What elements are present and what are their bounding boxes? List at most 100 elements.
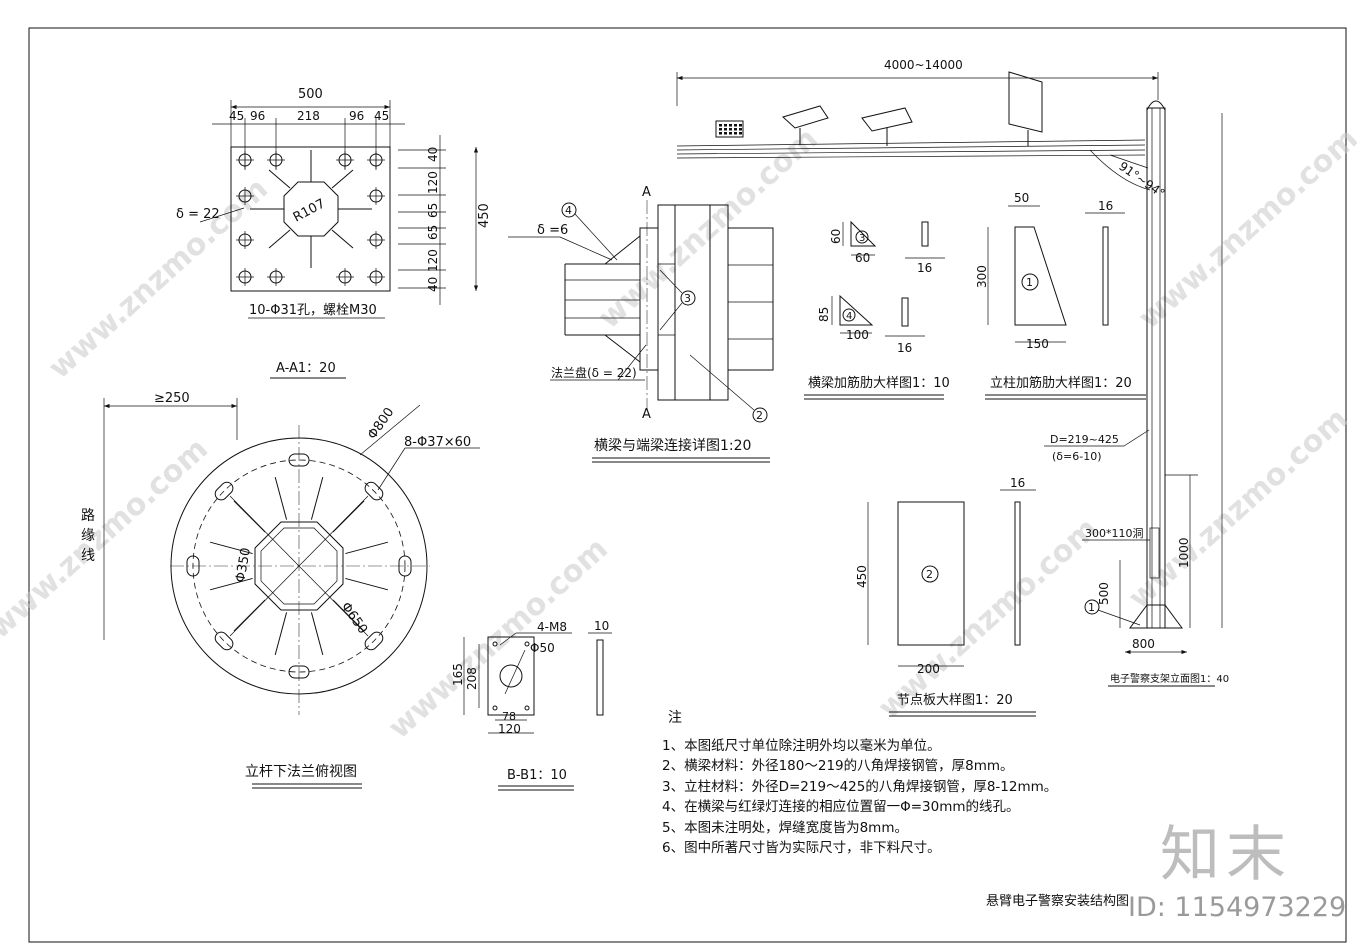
sheet-title: 悬臂电子警察安装结构图 xyxy=(986,894,1130,909)
dim-height: 450 xyxy=(477,203,492,228)
bolts-label: 4-M8 xyxy=(537,620,567,634)
flange-slot xyxy=(398,555,412,577)
flange-rib xyxy=(345,541,388,555)
road-edge-label: 路缘线 xyxy=(81,508,95,564)
pipe-thickness: (δ=6-10) xyxy=(1052,450,1102,463)
led-dot xyxy=(729,128,732,131)
col-rib-num: 1 xyxy=(1026,276,1033,289)
note-item: 3、立柱材料：外径D=219～425的八角焊接钢管，厚8-12mm。 xyxy=(662,778,1058,795)
rib4-t: 16 xyxy=(897,341,912,355)
col-rib-t: 16 xyxy=(1098,199,1113,213)
flange-top-view: 500 45 96 218 96 45 450 40 120 65 65 120… xyxy=(176,87,492,379)
watermark-site: www.znzmo.com xyxy=(1132,121,1357,336)
bolt-circle-label: Φ650 xyxy=(338,600,370,637)
view-title-elevation: 电子警察支架立面图1：40 xyxy=(1110,672,1229,685)
offset-label: ≥250 xyxy=(154,391,190,406)
rib3-t: 16 xyxy=(917,261,932,275)
dim-col-4: 45 xyxy=(374,109,389,123)
note-item: 4、在横梁与红绿灯连接的相应位置留一Φ=30mm的线孔。 xyxy=(662,799,1020,815)
outer-dia-label: Φ800 xyxy=(365,405,397,442)
flange-slot xyxy=(288,665,310,679)
flange-label: 法兰盘(δ = 22) xyxy=(551,365,637,380)
slots-label: 8-Φ37×60 xyxy=(404,435,471,450)
flange-rib xyxy=(210,577,253,591)
elev-num: 1 xyxy=(1088,601,1095,614)
dim-width: 500 xyxy=(298,87,323,102)
dim-row-5: 40 xyxy=(426,277,440,292)
flange-slot xyxy=(214,631,234,651)
pipe-label: D=219~425 xyxy=(1050,433,1119,446)
rib4-h: 85 xyxy=(817,307,831,322)
flange-slot xyxy=(288,453,310,467)
flange-slot xyxy=(364,631,384,651)
dim-row-2: 65 xyxy=(426,203,440,218)
rib4-w: 100 xyxy=(846,328,869,342)
height-a: 165 xyxy=(451,663,465,686)
view-title-node-plate: 节点板大样图1：20 xyxy=(897,693,1013,708)
flange-rib xyxy=(310,612,324,655)
rib3-w: 60 xyxy=(855,251,870,265)
watermark-logo: 知末 xyxy=(1160,820,1292,890)
flange-rib xyxy=(332,599,365,632)
led-dot xyxy=(739,128,742,131)
flange-slot xyxy=(364,481,384,501)
node-plate-height: 450 xyxy=(855,565,869,588)
watermark-site: www.znzmo.com xyxy=(0,431,215,646)
flange-rib xyxy=(332,500,365,533)
pole-flange-view: ≥250 路缘线 Φ800 8-Φ37×60 Φ350 Φ650 立杆下法兰俯视… xyxy=(81,391,480,789)
flange-rib xyxy=(274,477,288,520)
dim-col-2: 218 xyxy=(297,109,320,123)
width-a: 78 xyxy=(502,710,516,723)
thickness-label: δ = 22 xyxy=(176,207,220,222)
dim-row-4: 120 xyxy=(426,249,440,272)
note-item: 1、本图纸尺寸单位除注明外均以毫米为单位。 xyxy=(662,737,941,754)
flange-rib xyxy=(345,577,388,591)
callout-3: 3 xyxy=(684,292,691,305)
view-title-col-rib: 立柱加筋肋大样图1：20 xyxy=(990,375,1132,391)
notes-block: 注 1、本图纸尺寸单位除注明外均以毫米为单位。 2、横梁材料：外径180～219… xyxy=(662,708,1182,859)
flange-rib xyxy=(210,541,253,555)
rib3-h: 60 xyxy=(829,229,843,244)
flange-slots xyxy=(186,453,412,679)
col-rib-bottom: 150 xyxy=(1026,337,1049,351)
width-b: 120 xyxy=(498,722,521,736)
node-plate-detail: 2 450 200 16 节点板大样图1：20 xyxy=(855,476,1036,717)
led-dot xyxy=(734,132,737,135)
h500-label: 500 xyxy=(1097,582,1111,605)
dim-row-1: 120 xyxy=(426,171,440,194)
dim-row-0: 40 xyxy=(426,147,440,162)
view-title-beam-rib: 横梁加筋肋大样图1：10 xyxy=(808,375,950,391)
h1000-label: 1000 xyxy=(1177,537,1191,568)
radius-label: R107 xyxy=(291,196,328,225)
led-dot xyxy=(719,124,722,127)
bb-plate-detail: 4-M8 Φ50 208 165 78 120 10 B-B1：10 xyxy=(451,619,612,791)
dim-row-3: 65 xyxy=(426,225,440,240)
dim-col-3: 96 xyxy=(349,109,364,123)
note-item: 6、图中所著尺寸皆为实际尺寸，非下料尺寸。 xyxy=(662,840,941,856)
view-title-pole: 立杆下法兰俯视图 xyxy=(245,764,357,780)
bolt-holes xyxy=(236,151,385,286)
led-dot xyxy=(739,124,742,127)
view-title-joint: 横梁与端梁连接详图1:20 xyxy=(594,437,751,454)
led-dot xyxy=(734,128,737,131)
dim-col-1: 96 xyxy=(250,109,265,123)
span-label: 4000~14000 xyxy=(884,58,963,72)
section-a-top: A xyxy=(642,185,651,200)
sheet-border xyxy=(28,27,1347,943)
height-b: 208 xyxy=(465,667,479,690)
led-panel-icon xyxy=(719,124,742,135)
led-dot xyxy=(739,132,742,135)
flange-rib xyxy=(233,599,266,632)
led-dot xyxy=(724,128,727,131)
rib3-num: 3 xyxy=(859,233,865,244)
flange-slot xyxy=(186,555,200,577)
notes-heading: 注 xyxy=(668,710,682,726)
flange-rib xyxy=(274,612,288,655)
note-item: 2、横梁材料：外径180～219的八角焊接钢管，厚8mm。 xyxy=(662,758,1014,774)
holes-label: 10-Φ31孔，螺栓M30 xyxy=(249,303,377,318)
base-label: 800 xyxy=(1132,637,1155,651)
watermark-site: www.znzmo.com xyxy=(42,171,275,386)
callout-4: 4 xyxy=(565,204,572,217)
led-dot xyxy=(724,124,727,127)
